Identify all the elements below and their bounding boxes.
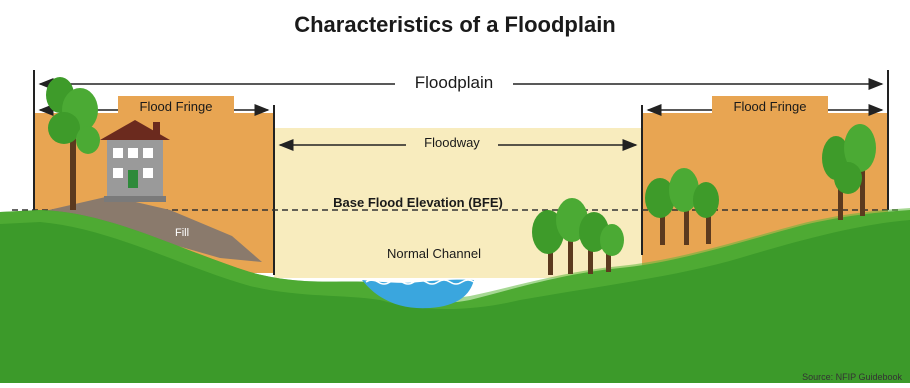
floodway-label: Floodway [424,135,480,150]
fill-label: Fill [175,227,189,239]
floodplain-label: Floodplain [415,73,493,92]
flood-fringe-left-label: Flood Fringe [140,99,213,114]
bfe-label: Base Flood Elevation (BFE) [333,195,503,210]
source-credit: Source: NFIP Guidebook [802,372,902,382]
diagram-title: Characteristics of a Floodplain [294,12,616,37]
normal-channel-label: Normal Channel [387,246,481,261]
flood-fringe-right-label: Flood Fringe [734,99,807,114]
